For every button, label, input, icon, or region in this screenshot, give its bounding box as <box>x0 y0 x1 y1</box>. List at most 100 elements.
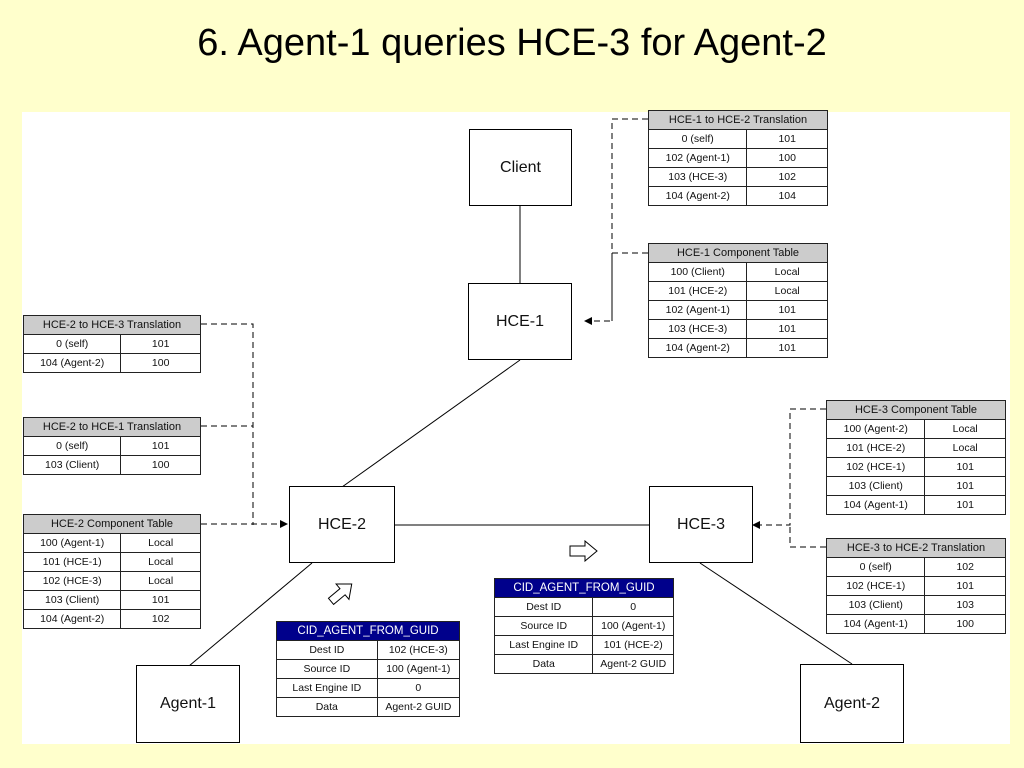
link-hce2-agent1 <box>188 562 313 667</box>
table-row: 104 (Agent-2)102 <box>22 609 201 629</box>
table-title: HCE-3 to HCE-2 Translation <box>826 538 1006 558</box>
table-cell-value: 103 <box>924 595 1006 615</box>
table-cell-key: 103 (Client) <box>22 455 122 475</box>
pointer-hce1-to-hce2-table <box>584 118 648 325</box>
table-cell-value: Local <box>924 419 1006 439</box>
table-row: 104 (Agent-2)101 <box>647 338 828 358</box>
table-cell-key: Last Engine ID <box>276 678 378 698</box>
table-header-row: CID_AGENT_FROM_GUID <box>276 621 460 641</box>
table-title: HCE-2 to HCE-1 Translation <box>23 417 201 437</box>
table-cell-value: 100 (Agent-1) <box>592 616 674 636</box>
table-cell-value: Local <box>120 533 201 553</box>
table-cell-value: 102 <box>924 557 1006 577</box>
hce2-node: HCE-2 <box>289 486 395 563</box>
table-cell-key: 104 (Agent-1) <box>825 495 926 515</box>
table-cell-key: 100 (Agent-2) <box>825 419 926 439</box>
table-cell-key: 100 (Client) <box>647 262 748 282</box>
agent1-node: Agent-1 <box>136 665 240 743</box>
table-cell-value: Local <box>746 262 828 282</box>
table-title: CID_AGENT_FROM_GUID <box>276 621 460 641</box>
table-cell-value: 100 <box>120 353 201 373</box>
table-cell-key: 101 (HCE-2) <box>825 438 926 458</box>
link-hce3-agent2 <box>699 562 853 665</box>
table-row: 103 (Client)101 <box>825 476 1006 496</box>
table-cell-key: Last Engine ID <box>493 635 594 655</box>
table-row: 104 (Agent-2)104 <box>647 186 828 206</box>
table-cell-value: 104 <box>746 186 828 206</box>
table-row: 103 (HCE-3)101 <box>647 319 828 339</box>
table-header-row: HCE-1 Component Table <box>648 243 828 263</box>
table-cell-key: Dest ID <box>276 640 378 660</box>
hollow-arrow-up-right-icon <box>327 583 353 606</box>
table-title: HCE-1 to HCE-2 Translation <box>648 110 828 130</box>
pointer-hce2-to-hce3-table <box>201 323 254 525</box>
table-cell-value: 0 <box>376 678 461 698</box>
table-row: 0 (self)101 <box>647 129 828 149</box>
table-cell-key: 104 (Agent-1) <box>825 614 926 634</box>
table-row: 102 (Agent-1)100 <box>647 148 828 168</box>
table-row: 0 (self)101 <box>22 334 201 354</box>
table-cell-value: 101 <box>924 495 1006 515</box>
table-title: HCE-2 Component Table <box>23 514 201 534</box>
table-cell-value: 100 <box>120 455 201 475</box>
table-cell-value: 101 <box>746 129 828 149</box>
link-hce1-hce2 <box>341 359 521 488</box>
table-row: 100 (Agent-1)Local <box>22 533 201 553</box>
table-row: 102 (HCE-1)101 <box>825 576 1006 596</box>
table-row: 103 (Client)100 <box>22 455 201 475</box>
table-row: 103 (HCE-3)102 <box>647 167 828 187</box>
table-cell-value: 101 <box>120 436 201 456</box>
table-header-row: HCE-3 Component Table <box>826 400 1006 420</box>
table-header-row: HCE-2 to HCE-3 Translation <box>23 315 201 335</box>
table-row: 101 (HCE-2)Local <box>647 281 828 301</box>
table-cell-value: 100 <box>924 614 1006 634</box>
table-cell-key: 0 (self) <box>647 129 748 149</box>
diagram-canvas: Client HCE-1 HCE-2 HCE-3 Agent-1 Agent-2… <box>22 110 1010 744</box>
table-cell-key: 102 (HCE-1) <box>825 457 926 477</box>
hce3-node: HCE-3 <box>649 486 753 563</box>
table-row: 104 (Agent-1)100 <box>825 614 1006 634</box>
table-cell-value: Local <box>746 281 828 301</box>
table-cell-key: 102 (HCE-1) <box>825 576 926 596</box>
table-cell-key: 103 (Client) <box>825 595 926 615</box>
table-cell-key: Dest ID <box>493 597 594 617</box>
hollow-arrow-right-icon <box>569 540 598 562</box>
table-row: 101 (HCE-2)Local <box>825 438 1006 458</box>
table-cell-key: Source ID <box>493 616 594 636</box>
table-cell-value: Agent-2 GUID <box>592 654 674 674</box>
table-header-row: HCE-2 to HCE-1 Translation <box>23 417 201 437</box>
table-header-row: HCE-2 Component Table <box>23 514 201 534</box>
hce1-node: HCE-1 <box>468 283 572 360</box>
table-cell-value: 101 <box>924 476 1006 496</box>
table-cell-key: 0 (self) <box>22 436 122 456</box>
table-cell-key: Source ID <box>276 659 378 679</box>
table-row: 102 (HCE-1)101 <box>825 457 1006 477</box>
table-cell-key: Data <box>276 697 378 717</box>
table-title: HCE-2 to HCE-3 Translation <box>23 315 201 335</box>
table-cell-key: 100 (Agent-1) <box>22 533 122 553</box>
table-cell-value: 101 <box>746 338 828 358</box>
table-cell-key: 102 (Agent-1) <box>647 148 748 168</box>
table-cell-key: Data <box>493 654 594 674</box>
table-cell-key: 0 (self) <box>825 557 926 577</box>
table-cell-value: 102 <box>120 609 201 629</box>
table-cell-key: 0 (self) <box>22 334 122 354</box>
table-header-row: HCE-1 to HCE-2 Translation <box>648 110 828 130</box>
table-row: 0 (self)102 <box>825 557 1006 577</box>
table-cell-key: 104 (Agent-2) <box>22 609 122 629</box>
table-row: 104 (Agent-2)100 <box>22 353 201 373</box>
table-cell-key: 103 (HCE-3) <box>647 319 748 339</box>
